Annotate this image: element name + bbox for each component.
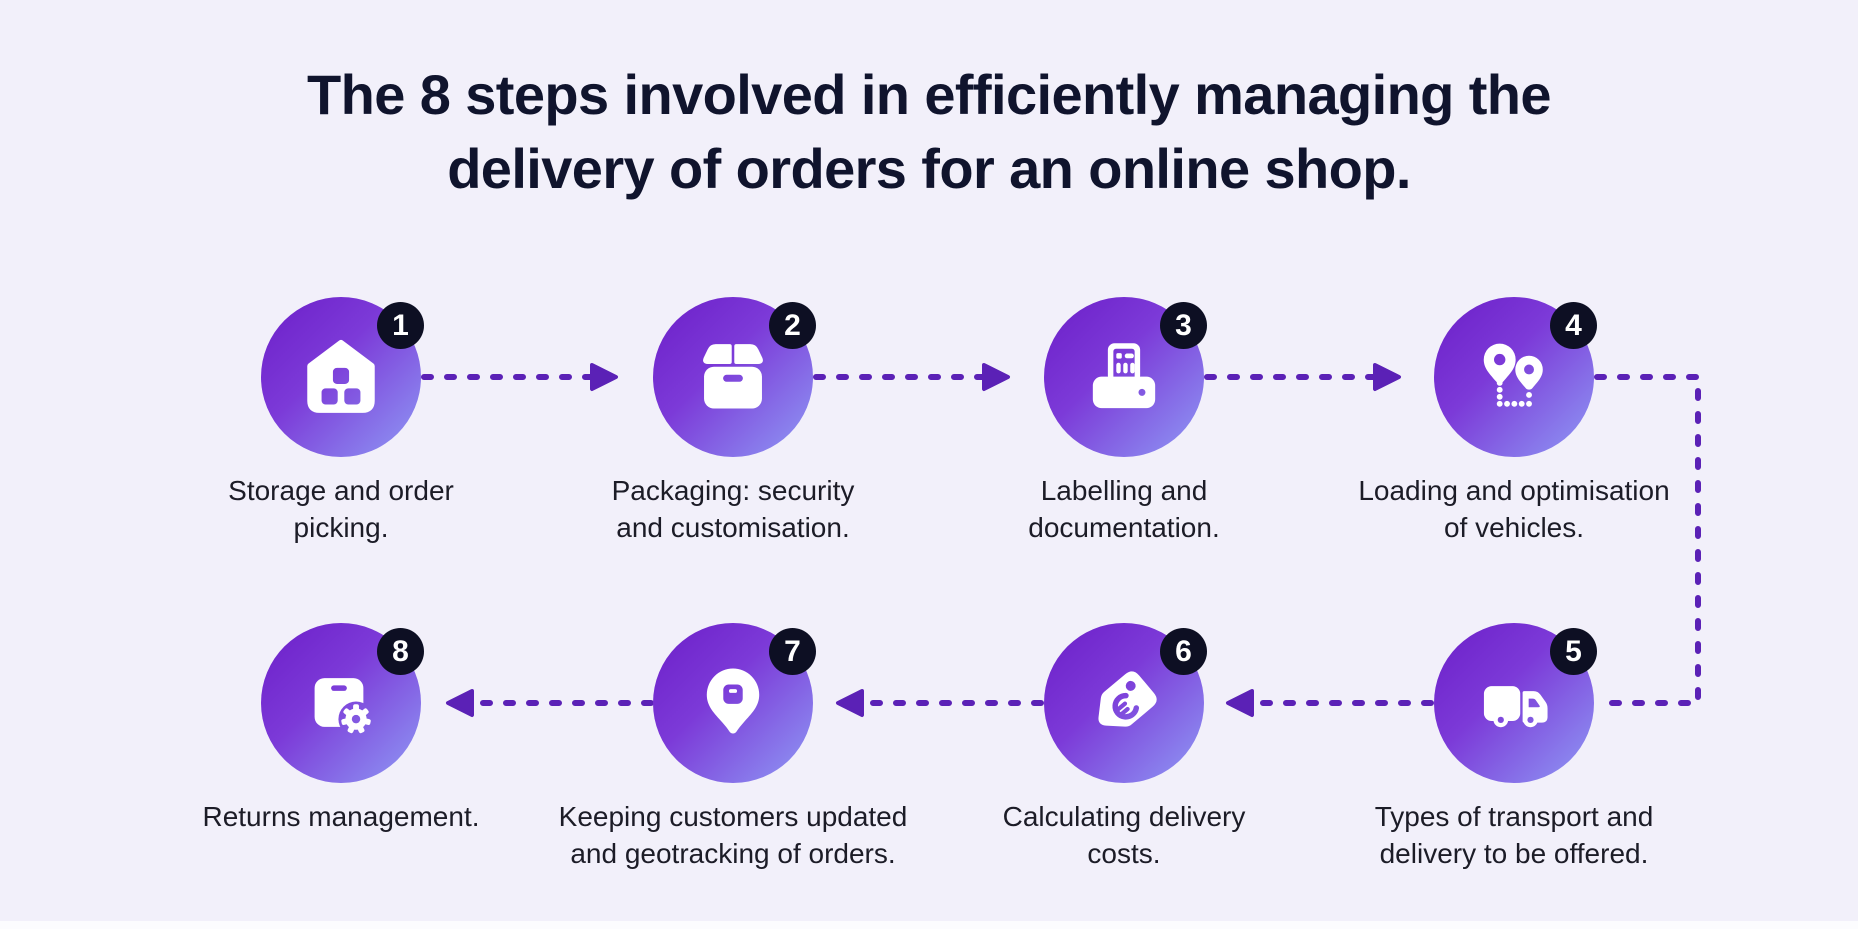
- step-4-number: 4: [1565, 308, 1582, 342]
- step-6-circle: 6: [1044, 623, 1207, 783]
- step-1-circle: 1: [261, 297, 424, 457]
- step-6-badge: 6: [1160, 628, 1207, 675]
- step-8-badge: 8: [377, 628, 424, 675]
- step-4-circle: 4: [1434, 297, 1597, 457]
- step-3-number: 3: [1175, 308, 1192, 342]
- page-title: The 8 steps involved in efficiently mana…: [0, 58, 1858, 206]
- title-line-1: The 8 steps involved in efficiently mana…: [307, 63, 1552, 126]
- connector-6-7: [836, 689, 1044, 717]
- page-bottom-edge: [0, 921, 1858, 929]
- step-8-circle: 8: [261, 623, 424, 783]
- step-7-circle: 7: [653, 623, 816, 783]
- package-box-icon: [689, 333, 777, 421]
- step-8-number: 8: [392, 634, 409, 668]
- connector-7-8: [446, 689, 654, 717]
- step-7-badge: 7: [769, 628, 816, 675]
- step-3-circle: 3: [1044, 297, 1207, 457]
- step-4-badge: 4: [1550, 302, 1597, 349]
- connector-1-2: [421, 363, 618, 391]
- step-5-badge: 5: [1550, 628, 1597, 675]
- connector-2-3: [813, 363, 1010, 391]
- delivery-truck-icon: [1470, 659, 1558, 747]
- step-2-circle: 2: [653, 297, 816, 457]
- connector-5-6: [1226, 689, 1434, 717]
- step-3-badge: 3: [1160, 302, 1207, 349]
- route-pins-icon: [1470, 333, 1558, 421]
- connector-3-4: [1204, 363, 1401, 391]
- step-2-badge: 2: [769, 302, 816, 349]
- price-tag-euro-icon: [1080, 659, 1168, 747]
- title-line-2: delivery of orders for an online shop.: [447, 136, 1411, 200]
- returns-box-gear-icon: [297, 659, 385, 747]
- step-1-badge: 1: [377, 302, 424, 349]
- step-2-number: 2: [784, 308, 801, 342]
- geotracking-pin-icon: [689, 659, 777, 747]
- step-5-circle: 5: [1434, 623, 1597, 783]
- step-1-number: 1: [392, 308, 409, 342]
- label-printer-icon: [1080, 333, 1168, 421]
- step-5-number: 5: [1565, 634, 1582, 668]
- step-6-number: 6: [1175, 634, 1192, 668]
- step-8-label: Returns management.: [202, 801, 480, 832]
- step-7-number: 7: [784, 634, 801, 668]
- warehouse-icon: [297, 333, 385, 421]
